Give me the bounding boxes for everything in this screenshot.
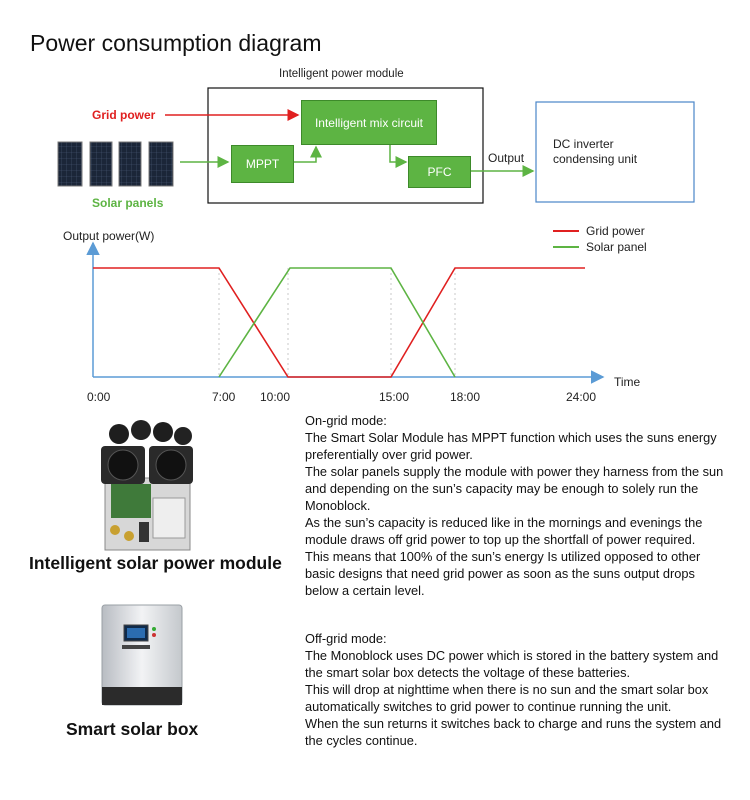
- ongrid-text: On-grid mode: The Smart Solar Module has…: [305, 412, 725, 599]
- offgrid-paragraph: When the sun returns it switches back to…: [305, 716, 722, 748]
- legend-solar-label: Solar panel: [586, 240, 647, 254]
- offgrid-text: Off-grid mode: The Monoblock uses DC pow…: [305, 630, 725, 749]
- solar-panels-label: Solar panels: [92, 196, 164, 210]
- module-name: Intelligent solar power module: [29, 553, 282, 573]
- grid-power-label: Grid power: [92, 108, 156, 122]
- x-tick-label: 24:00: [566, 390, 597, 404]
- ongrid-paragraph: This means that 100% of the sun’s energy…: [305, 549, 701, 598]
- x-tick-label: 18:00: [450, 390, 481, 404]
- legend-swatch-solar: [553, 246, 579, 248]
- ongrid-heading: On-grid mode:: [305, 413, 387, 428]
- x-tick-label: 0:00: [87, 390, 111, 404]
- mppt-to-mix-arrow: [294, 145, 322, 163]
- dc-inverter-label-2: condensing unit: [553, 152, 638, 166]
- module-border: [207, 87, 484, 204]
- legend-swatch-grid: [553, 230, 579, 232]
- offgrid-paragraph: This will drop at nighttime when there i…: [305, 682, 709, 714]
- ongrid-paragraph: The Smart Solar Module has MPPT function…: [305, 430, 717, 462]
- pfc-box: PFC: [408, 156, 471, 188]
- chart-xlabel: Time: [614, 375, 641, 389]
- chart-plot: [86, 241, 605, 384]
- module-label: Intelligent power module: [279, 68, 404, 80]
- mix-to-pfc-arrow: [389, 145, 408, 168]
- dc-inverter-label-1: DC inverter: [553, 137, 614, 151]
- mix-circuit-box: Intelligent mix circuit: [301, 100, 437, 145]
- grid-power-line: [93, 267, 585, 378]
- mppt-box: MPPT: [231, 145, 294, 183]
- ongrid-paragraph: The solar panels supply the module with …: [305, 464, 724, 513]
- page-title: Power consumption diagram: [30, 30, 322, 56]
- block-diagram-lines: [165, 87, 695, 204]
- legend-grid-label: Grid power: [586, 224, 645, 238]
- offgrid-paragraph: The Monoblock uses DC power which is sto…: [305, 648, 719, 680]
- offgrid-heading: Off-grid mode:: [305, 631, 387, 646]
- output-label: Output: [488, 151, 525, 165]
- box-name: Smart solar box: [66, 719, 199, 739]
- x-tick-label: 7:00: [212, 390, 236, 404]
- x-tick-label: 15:00: [379, 390, 410, 404]
- x-tick-label: 10:00: [260, 390, 291, 404]
- chart-ylabel: Output power(W): [63, 229, 155, 243]
- dc-inverter-border: [535, 101, 695, 203]
- ongrid-paragraph: As the sun’s capacity is reduced like in…: [305, 515, 703, 547]
- solar-panel-line: [218, 267, 456, 378]
